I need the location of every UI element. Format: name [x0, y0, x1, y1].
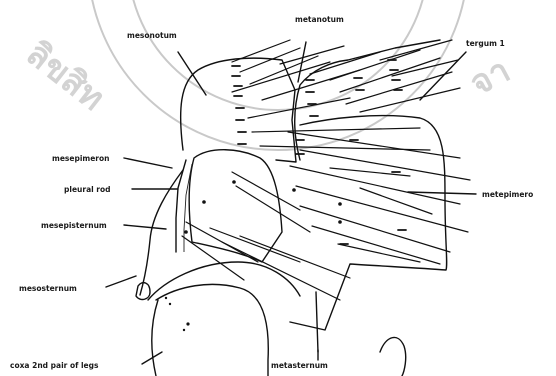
dot	[232, 180, 236, 184]
label-metanotum: metanotum	[295, 15, 344, 24]
dot	[169, 303, 171, 305]
seta	[248, 98, 350, 118]
watermark-text-right: จา	[463, 50, 516, 104]
seta	[252, 128, 420, 132]
seta	[280, 46, 344, 64]
metasternum-line	[316, 292, 318, 352]
label-mesepisternum: mesepisternum	[41, 221, 107, 230]
dot	[183, 329, 185, 331]
seta	[288, 132, 460, 158]
metasternum-leg	[380, 337, 406, 376]
seta	[232, 62, 330, 92]
watermark-text-left: ลิขสิท	[18, 34, 111, 119]
tergum-outline	[295, 40, 440, 160]
seta	[360, 88, 460, 112]
metepimeron-leader	[408, 192, 476, 194]
dot	[184, 230, 188, 234]
seta	[182, 236, 244, 280]
seta	[290, 166, 460, 204]
seta	[240, 48, 300, 72]
label-metepimeron: metepimero	[482, 190, 533, 199]
lower-arc-outline	[148, 262, 300, 300]
seta	[240, 236, 350, 278]
dot	[202, 200, 206, 204]
mesonotum-leader	[178, 52, 206, 95]
dot	[338, 220, 342, 224]
watermark-seal-arc	[88, 0, 468, 150]
watermark-seal-inner-arc	[128, 0, 428, 110]
mesepimeron-leader	[124, 158, 172, 168]
seta	[310, 52, 380, 74]
seta	[338, 244, 420, 262]
coxa-rim	[156, 284, 268, 376]
label-mesonotum: mesonotum	[127, 31, 177, 40]
seta	[210, 228, 300, 262]
label-mesosternum: mesosternum	[19, 284, 77, 293]
mesepisternum-leader	[124, 225, 166, 229]
seta	[346, 72, 452, 104]
coxa-outline	[152, 300, 158, 376]
seta-sockets	[232, 60, 406, 244]
seta	[222, 242, 340, 300]
seta	[340, 58, 440, 92]
label-tergum: tergum 1	[466, 39, 505, 48]
seta	[312, 226, 440, 264]
dots	[165, 180, 342, 331]
label-mesepimeron: mesepimeron	[52, 154, 109, 163]
dot	[292, 188, 296, 192]
dot	[186, 322, 189, 325]
setae	[182, 40, 470, 300]
label-pleural-rod: pleural rod	[64, 185, 111, 194]
label-metasternum: metasternum	[271, 361, 328, 370]
dot	[165, 297, 167, 299]
label-coxa: coxa 2nd pair of legs	[10, 361, 99, 370]
dot	[338, 202, 342, 206]
mesosternum-leader	[106, 276, 136, 287]
tergum-leader	[420, 52, 466, 100]
